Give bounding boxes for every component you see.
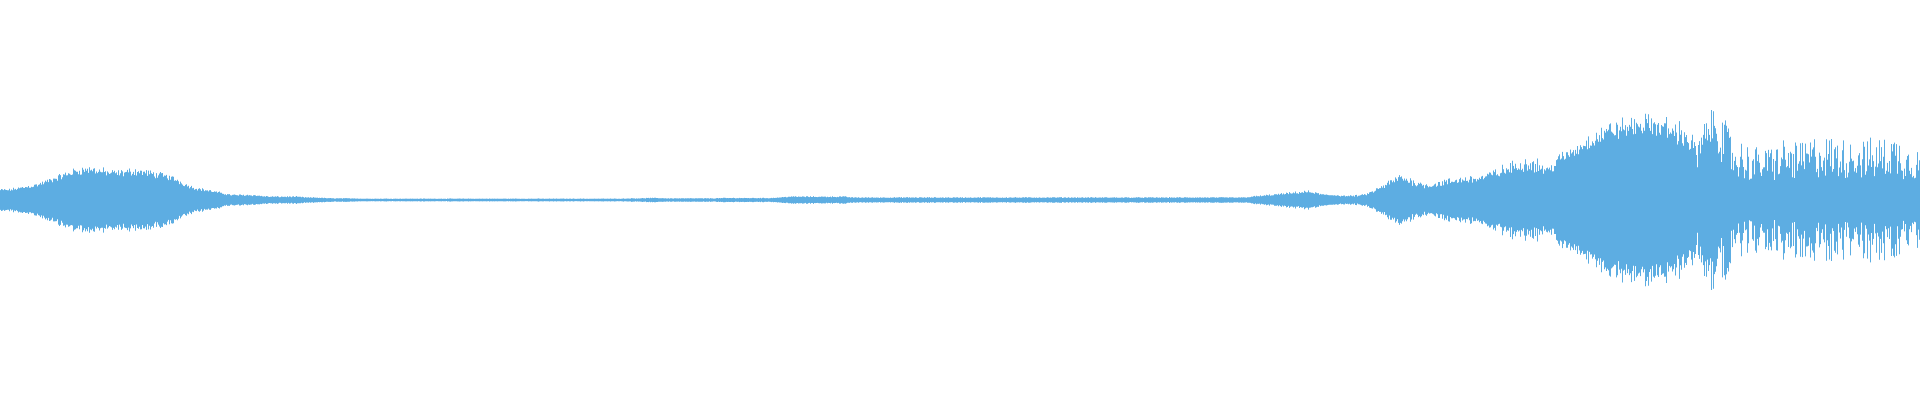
waveform-samples xyxy=(0,110,1920,290)
waveform-path xyxy=(0,110,1920,290)
